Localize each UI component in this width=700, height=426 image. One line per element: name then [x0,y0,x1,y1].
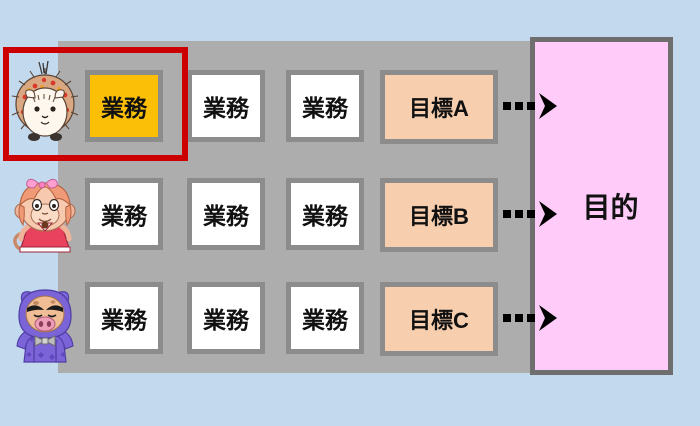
arrow-goal-a-to-purpose [503,91,563,121]
grid-panel: 業務 業務 業務 目標A 業務 業務 業務 目標B [58,37,673,375]
task-card-b2[interactable]: 業務 [187,178,265,250]
task-card-a2-label: 業務 [192,75,260,137]
task-card-b2-label: 業務 [192,183,260,245]
task-card-c1-label: 業務 [90,287,158,349]
goal-card-a[interactable]: 目標A [380,70,498,144]
pig-avatar [8,272,82,368]
goal-card-c-label: 目標C [385,287,493,351]
arrow-goal-c-to-purpose [503,303,563,333]
goal-card-a-label: 目標A [385,75,493,139]
task-card-a2[interactable]: 業務 [187,70,265,142]
task-card-a3[interactable]: 業務 [286,70,364,142]
goal-card-b-label: 目標B [385,183,493,247]
task-card-c2[interactable]: 業務 [187,282,265,354]
goal-card-c[interactable]: 目標C [380,282,498,356]
task-card-c2-label: 業務 [192,287,260,349]
hedgehog-avatar [8,52,82,148]
task-card-b1[interactable]: 業務 [85,178,163,250]
goal-card-b[interactable]: 目標B [380,178,498,252]
task-card-b3-label: 業務 [291,183,359,245]
arrow-goal-b-to-purpose [503,199,563,229]
task-card-c3[interactable]: 業務 [286,282,364,354]
task-card-c3-label: 業務 [291,287,359,349]
task-card-c1[interactable]: 業務 [85,282,163,354]
task-card-b1-label: 業務 [90,183,158,245]
purpose-label: 目的 [582,192,639,223]
task-card-b3[interactable]: 業務 [286,178,364,250]
task-card-a3-label: 業務 [291,75,359,137]
task-card-a1[interactable]: 業務 [85,70,163,142]
purpose-card-inner: 目的 [535,42,668,370]
monkey-girl-avatar [8,163,82,259]
task-card-a1-label: 業務 [90,75,158,137]
